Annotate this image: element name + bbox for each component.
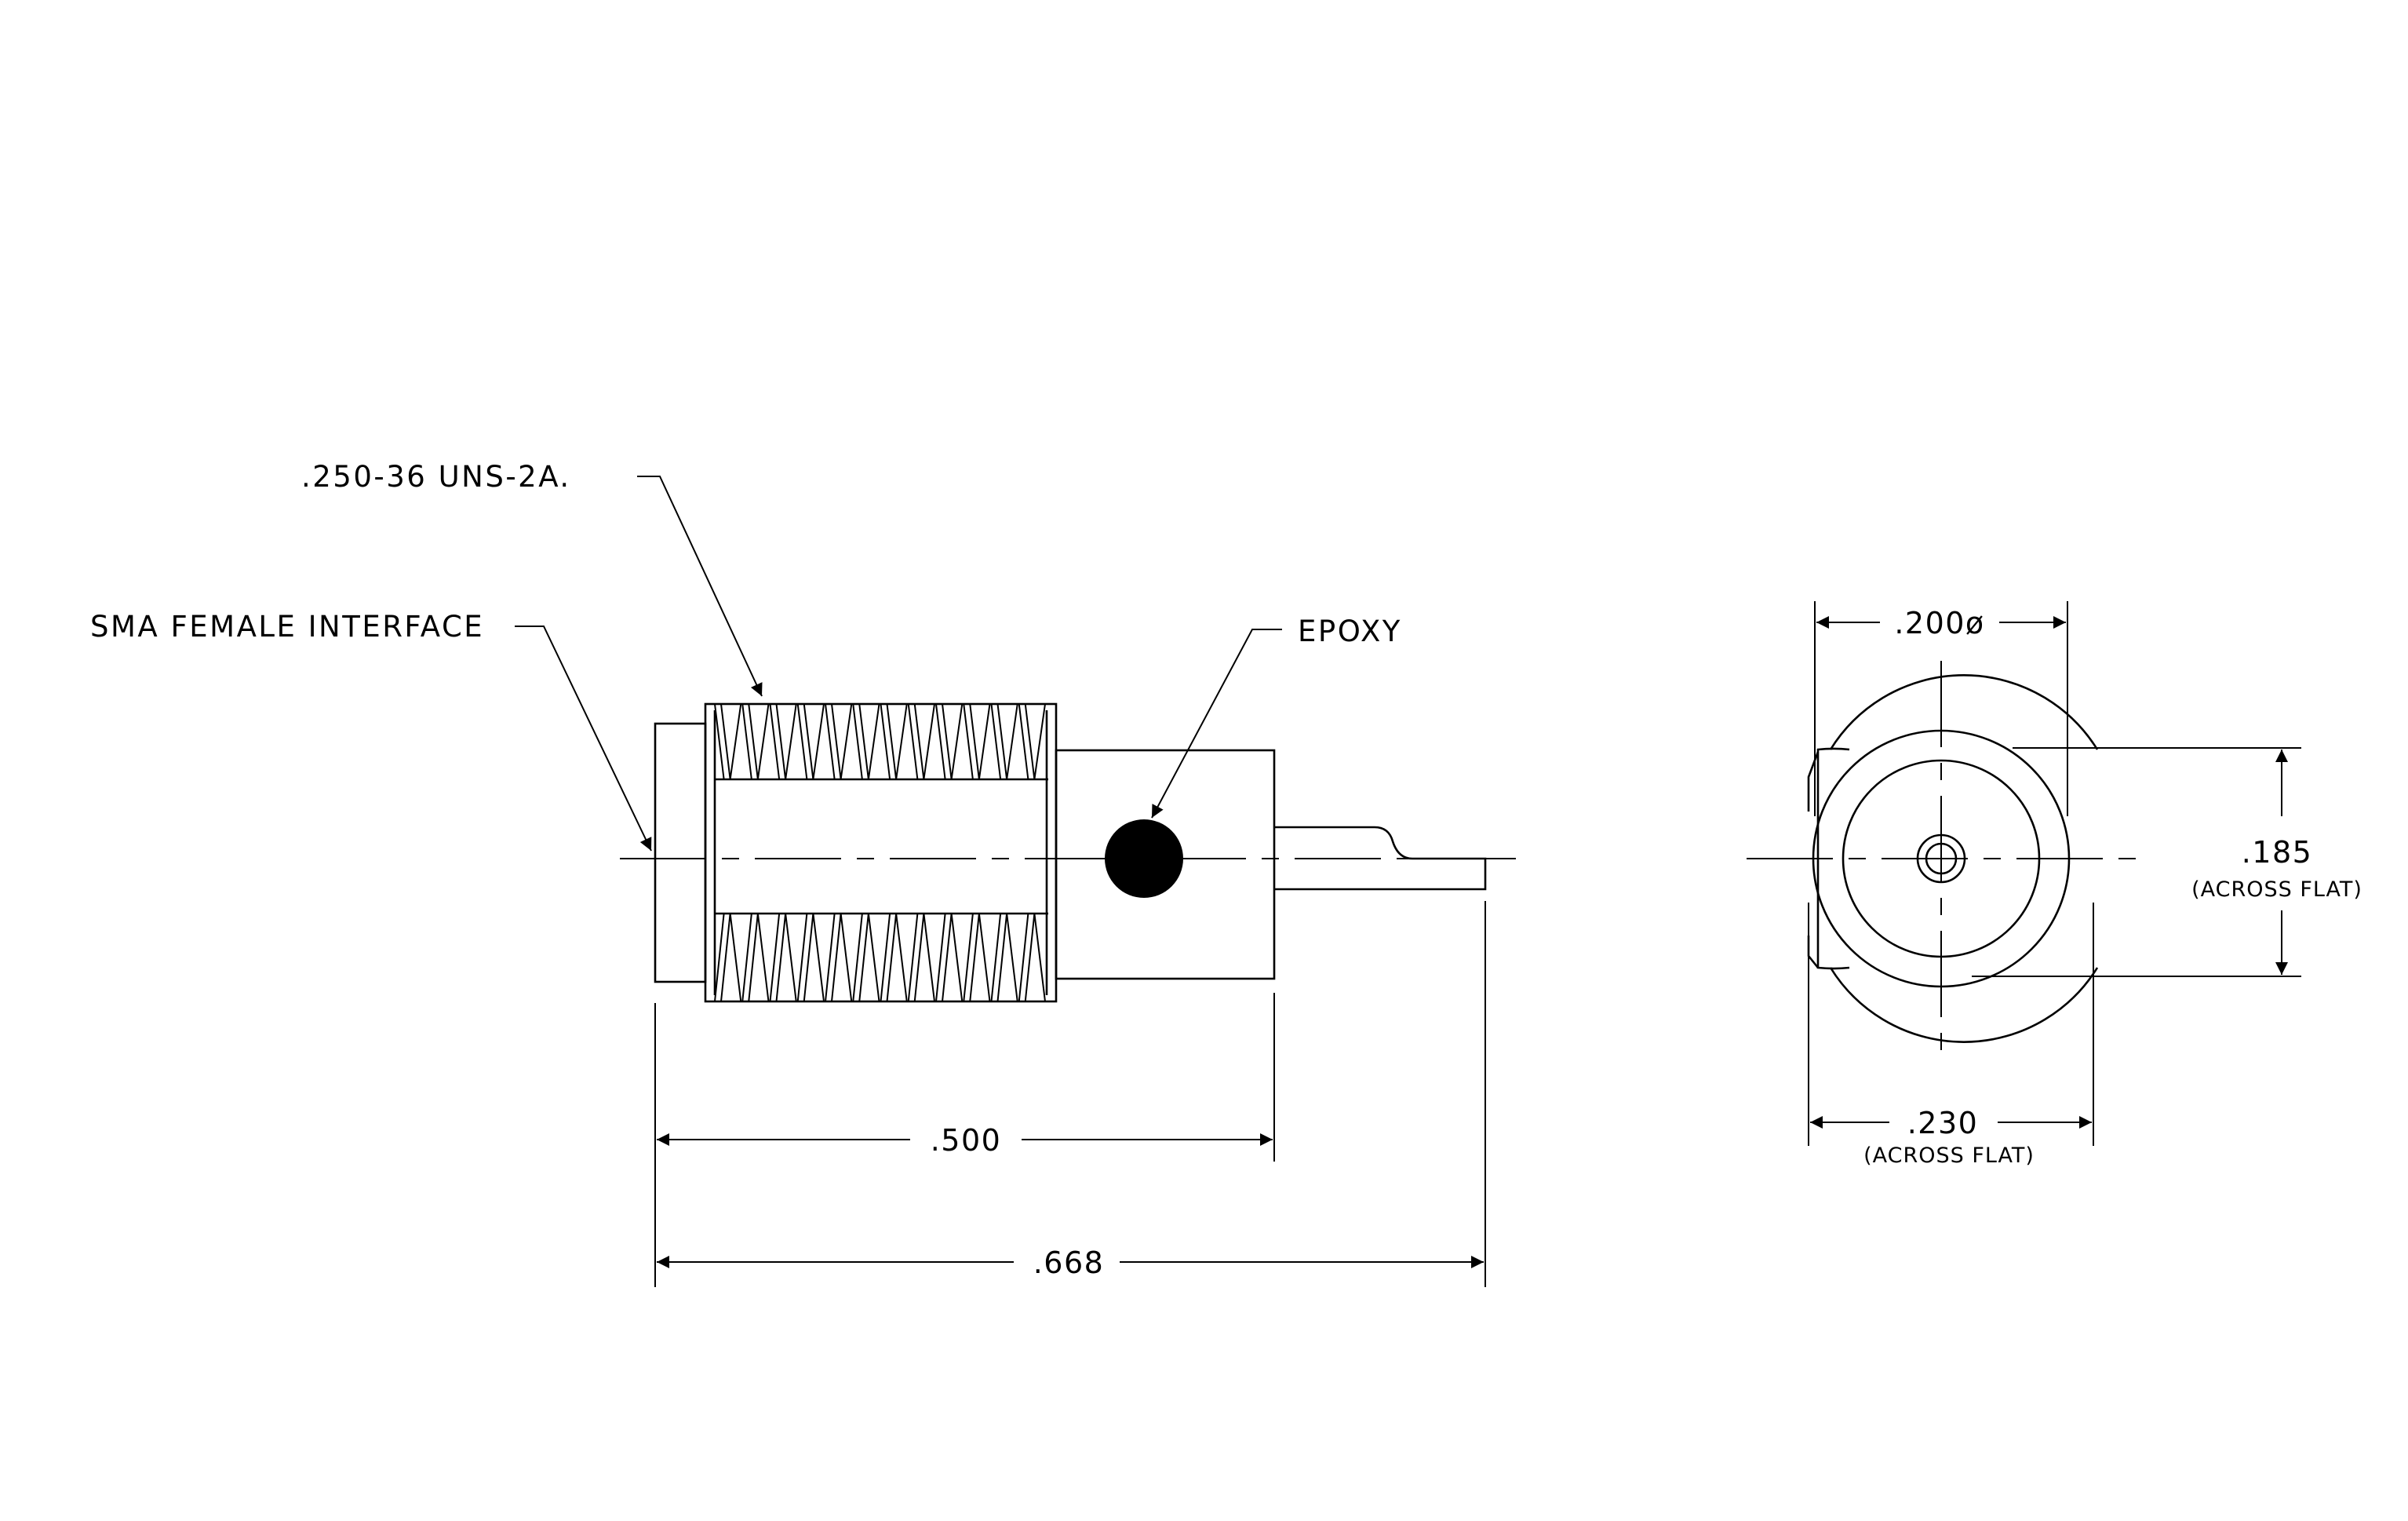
dimension-across-flat-vertical: .185 (ACROSS FLAT) (2191, 750, 2362, 975)
side-view: .500 .668 .250-36 UNS-2A. SMA FEMALE INT… (90, 460, 1528, 1287)
rear-body (1055, 749, 1276, 980)
dim-200-label: .200ø (1894, 606, 1984, 640)
dimension-across-flat-horizontal: .230 (ACROSS FLAT) (1810, 1106, 2092, 1168)
thread-teeth-bottom (714, 913, 1046, 1002)
callout-epoxy: EPOXY (1151, 615, 1402, 819)
dimension-flange-diameter: .200ø (1816, 606, 2066, 640)
dim-668-label: .668 (1033, 1246, 1105, 1280)
dim-500-label: .500 (931, 1123, 1002, 1158)
callout-interface: SMA FEMALE INTERFACE (90, 610, 652, 852)
interface-flange (654, 722, 707, 983)
thread-spec-label: .250-36 UNS-2A. (301, 460, 571, 494)
interface-label: SMA FEMALE INTERFACE (90, 610, 484, 644)
dim-185-note: (ACROSS FLAT) (2191, 877, 2362, 902)
thread-teeth-top (714, 703, 1046, 780)
dimension-overall-length: .668 (657, 1246, 1484, 1280)
callout-thread: .250-36 UNS-2A. (301, 460, 763, 697)
end-view: .200ø .185 (ACROSS FLAT) .230 (ACROSS FL… (1747, 601, 2362, 1168)
dim-230-note: (ACROSS FLAT) (1863, 1143, 2035, 1168)
epoxy-label: EPOXY (1298, 615, 1402, 648)
dim-230-label: .230 (1907, 1106, 1979, 1140)
thread-flank (714, 703, 1046, 780)
dim-185-label: .185 (2242, 835, 2313, 870)
thread-flank (714, 913, 1046, 1002)
dimension-body-length: .500 (657, 1123, 1273, 1158)
